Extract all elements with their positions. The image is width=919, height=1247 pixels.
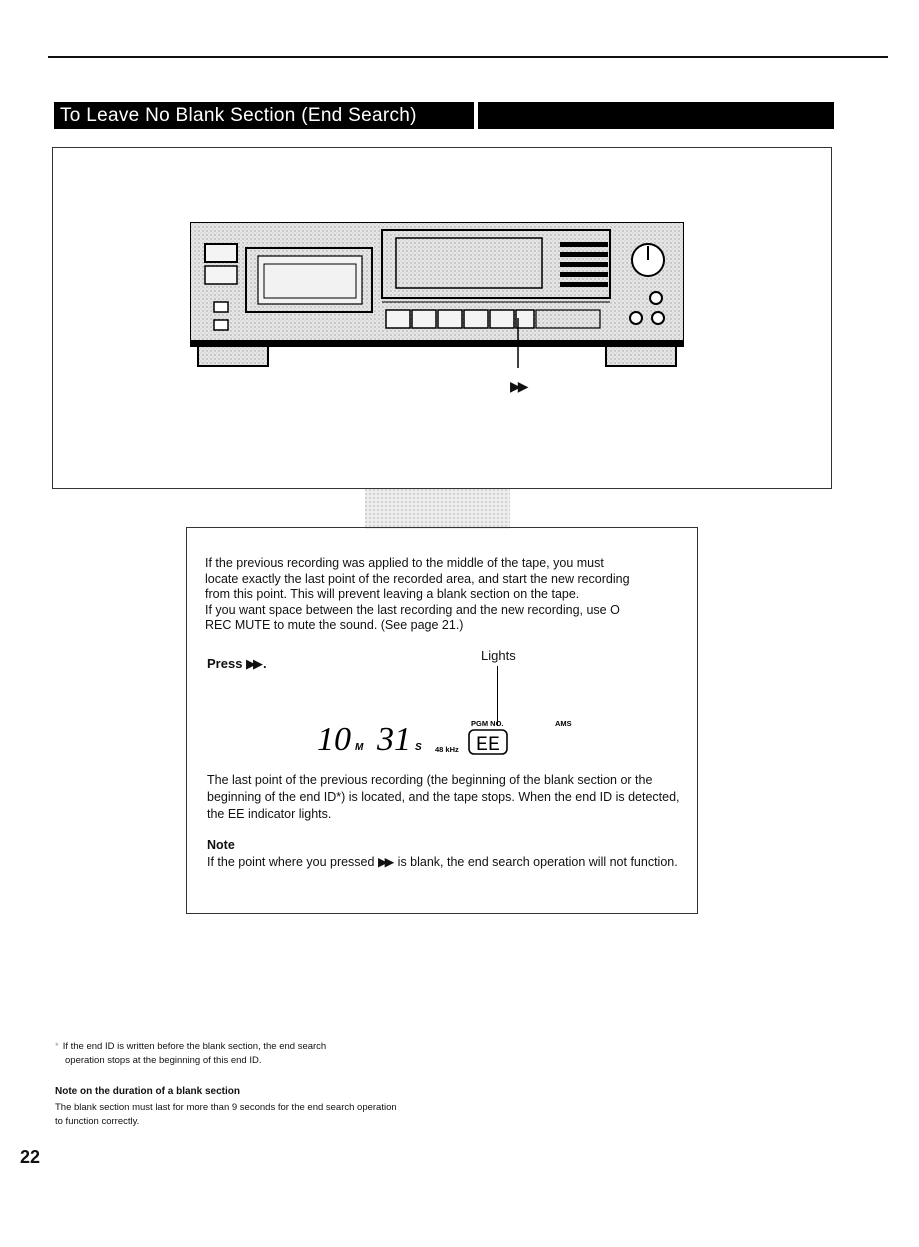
lcd-ams-label: AMS [555,719,572,728]
ff-symbol: ▶▶ [246,656,263,671]
lcd-minutes-unit: M [355,742,364,753]
intro-line: REC MUTE to mute the sound. (See page 21… [205,618,464,632]
lcd-ee-indicator-frame [468,729,508,755]
note-heading: Note [207,838,235,852]
intro-line: locate exactly the last point of the rec… [205,571,630,586]
footnote-line: operation stops at the beginning of this… [65,1055,262,1066]
note-suffix: is blank, the end search operation will … [397,855,678,869]
illustration-frame [52,147,832,489]
ff-button-callout: ▶▶ [510,378,528,394]
instruction-panel: If the previous recording was applied to… [186,527,698,914]
note-text: If the point where you pressed ▶▶ is bla… [207,854,689,871]
press-suffix: . [263,656,267,671]
duration-note-text: The blank section must last for more tha… [55,1102,397,1127]
callout-connector-shading [365,489,510,529]
intro-line: If the previous recording was applied to… [205,556,604,570]
lcd-ee-indicator: EE [476,734,500,757]
result-paragraph: The last point of the previous recording… [207,773,680,821]
lights-callout-label: Lights [481,648,516,663]
footnote-line: If the end ID is written before the blan… [62,1041,327,1052]
section-title: To Leave No Blank Section (End Search) [60,105,417,126]
lcd-seconds-unit: S [415,742,422,753]
cassette-deck-illustration [190,222,684,368]
lcd-display: 10 M 31 S 48 kHz PGM NO. AMS EE [317,719,572,758]
page-number: 22 [20,1147,41,1167]
intro-line: from this point. This will prevent leavi… [205,587,580,601]
title-bar-gap [474,102,478,129]
section-title-bar: To Leave No Blank Section (End Search) [54,102,834,129]
footnote: *If the end ID is written before the bla… [55,1040,415,1068]
intro-line: If you want space between the last recor… [205,602,620,617]
duration-note-heading: Note on the duration of a blank section [55,1086,241,1097]
ff-symbol-inline: ▶▶ [377,855,394,869]
note-prefix: If the point where you pressed [207,855,375,869]
press-instruction: Press ▶▶. [207,656,267,672]
top-rule [48,56,888,58]
press-label: Press [207,656,243,671]
lcd-seconds: 31 [376,721,411,758]
lcd-freq: 48 kHz [435,745,459,754]
lcd-pgm-label: PGM NO. [471,719,504,728]
intro-paragraph: If the previous recording was applied to… [205,556,685,634]
lcd-minutes: 10 [317,721,351,758]
lights-callout-line [497,666,498,726]
footnote-mark: * [55,1041,59,1052]
